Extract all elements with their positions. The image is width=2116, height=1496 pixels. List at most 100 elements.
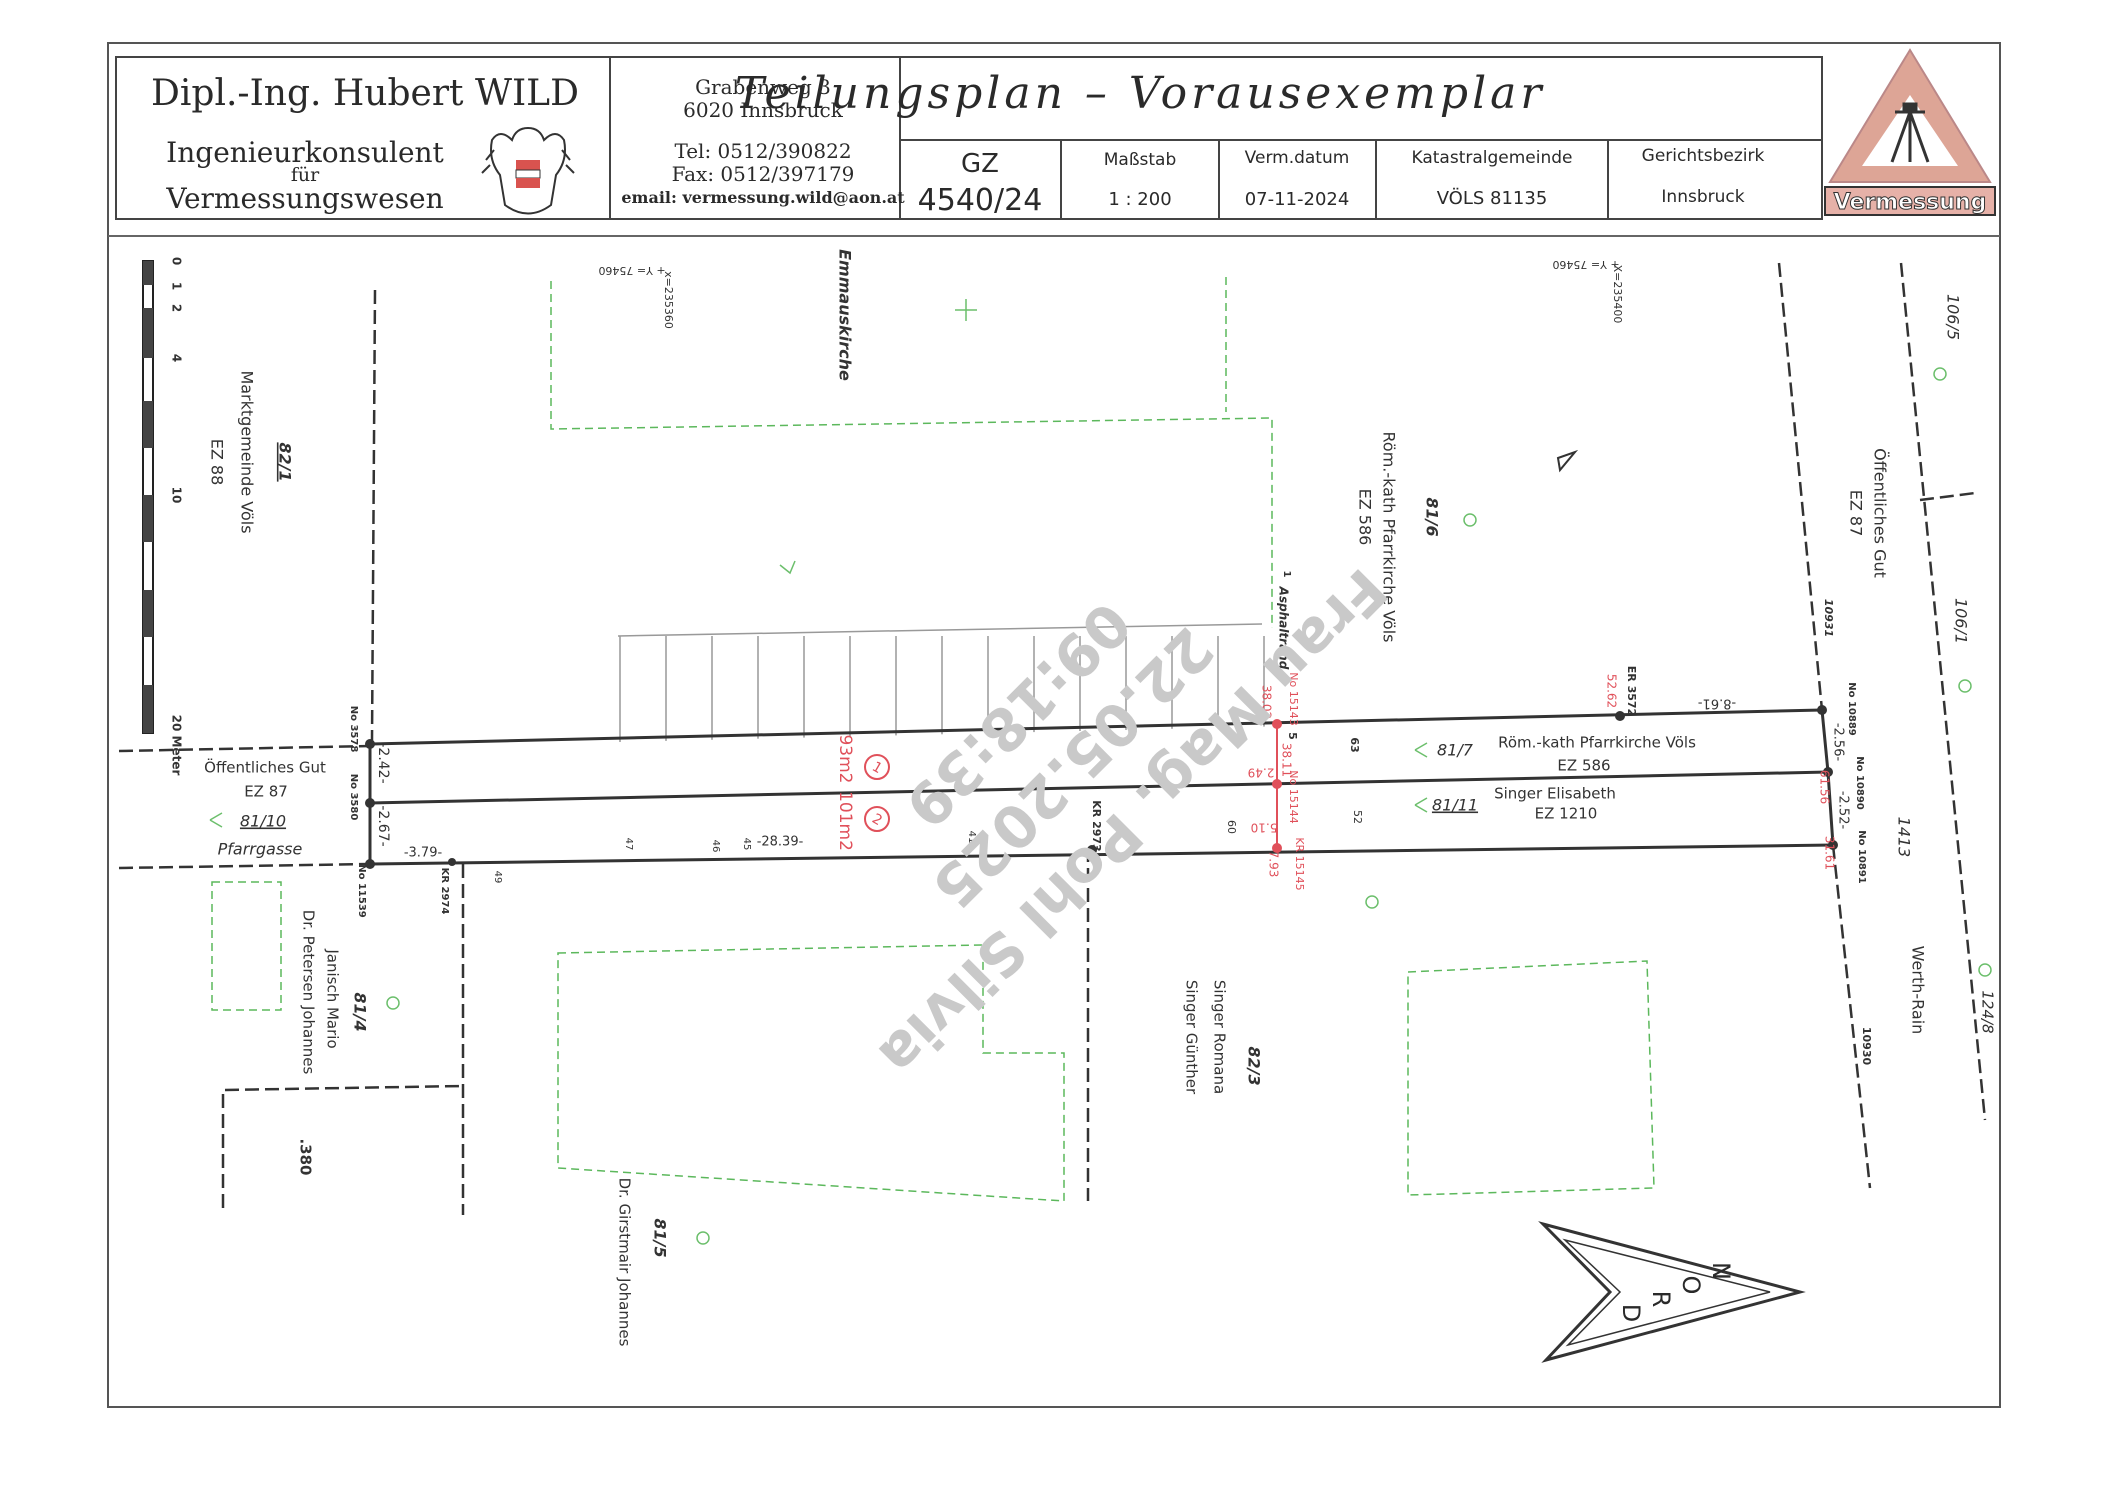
map-label: No 3578 [348, 706, 359, 753]
cadastral-community-label: Katastralgemeinde [1411, 148, 1572, 168]
map-label: 45 [741, 838, 752, 851]
map-label: 46 [710, 840, 721, 853]
map-label: No 3580 [348, 774, 359, 821]
vermessung-warning-sign-logo: Vermessung [1824, 48, 1996, 216]
logo-text: Vermessung [1834, 190, 1987, 215]
firm-name: Dipl.-Ing. Hubert WILD [151, 73, 579, 114]
map-label: 81/7 [1437, 741, 1474, 760]
north-arrow-letter: N [1707, 1262, 1735, 1280]
sheet-frame [107, 42, 2001, 1408]
map-label: -28.39- [757, 835, 804, 850]
map-label: -3.79- [404, 846, 443, 861]
red-measurement-label: 38.02 [1260, 685, 1274, 719]
scale-tick-label: 20 Meter [170, 715, 184, 776]
tripod-icon [1890, 102, 1930, 163]
map-label: .380 [297, 1138, 315, 1175]
map-label: 81/4 [351, 992, 370, 1031]
red-measurement-label: 2.49 [1248, 766, 1275, 780]
red-measurement-label: 52.62 [1605, 674, 1619, 708]
survey-date-label: Verm.datum [1245, 148, 1350, 168]
map-label: 63 [1348, 737, 1361, 752]
map-label: 49 [492, 871, 503, 884]
north-arrow-letter: R [1647, 1291, 1675, 1308]
map-label: Röm.-kath Pfarrkirche Völs [1380, 432, 1399, 643]
map-label: Röm.-kath Pfarrkirche Völs [1498, 734, 1696, 752]
red-measurement-label: KR 15145 [1293, 837, 1306, 890]
map-label: -2.52- [1836, 791, 1851, 830]
map-label: KR 2974 [439, 868, 450, 915]
building-outlines [211, 277, 1655, 1202]
map-label: Werth-Rain [1909, 946, 1928, 1035]
map-label: 60 [1225, 820, 1238, 834]
address-street: Grabenweg 3 [695, 75, 831, 99]
map-label: -2.67- [375, 805, 391, 846]
map-label: 1 [1281, 571, 1292, 578]
red-measurement-label: 2 [869, 811, 885, 829]
red-measurement-label: 101m2 [835, 791, 855, 851]
map-label: 124/8 [1979, 990, 1997, 1033]
red-measurement-label: 38.11 [1280, 743, 1294, 777]
scale-tick-label: 4 [170, 354, 184, 362]
map-label: Öffentliches Gut [204, 758, 326, 777]
parking-row-line [617, 623, 1263, 637]
red-measurement-label: 93m2 [835, 734, 855, 783]
scale-tick-label: 1 [170, 282, 184, 290]
existing-boundaries [118, 262, 1987, 1215]
map-label: No 10891 [1856, 830, 1867, 884]
survey-date-value: 07-11-2024 [1245, 189, 1350, 210]
map-label: 106/1 [1952, 598, 1971, 644]
map-label: No 10890 [1854, 756, 1865, 810]
red-measurement-label: 5.10 [1251, 821, 1278, 835]
map-label: X=235400 [1611, 265, 1624, 324]
cadastral-community-value: VÖLS 81135 [1437, 187, 1548, 209]
map-label: EZ 1210 [1535, 805, 1598, 823]
map-label: EZ 88 [208, 439, 227, 486]
map-label: 81/11 [1432, 796, 1478, 815]
new-parcel-lines [368, 708, 1835, 866]
court-district-label: Gerichtsbezirk [1642, 146, 1765, 166]
map-label: + Y= 75460 [598, 264, 665, 277]
title-block: Dipl.-Ing. Hubert WILD Ingenieurkonsulen… [115, 56, 1823, 220]
map-label: 47 [623, 838, 634, 851]
red-measurement-label: 1 [869, 759, 885, 777]
map-label: Singer Romana [1211, 980, 1229, 1094]
map-label: EZ 87 [244, 783, 288, 801]
scale-tick-label: 0 [170, 257, 184, 265]
red-measurement-label: 31.61 [1823, 836, 1837, 870]
fax: Fax: 0512/397179 [672, 162, 855, 186]
map-label: KR 2973 [1090, 800, 1103, 851]
map-label: 81/10 [240, 812, 286, 831]
red-measurement-label: No 15143 [1287, 672, 1300, 725]
map-label: Pfarrgasse [218, 840, 303, 859]
map-label: 81/6 [1423, 497, 1442, 536]
red-measurement-label: No 15144 [1287, 770, 1300, 823]
map-label: 81/5 [651, 1218, 670, 1257]
map-label: Asphaltrand [1277, 586, 1291, 670]
phone: Tel: 0512/390822 [674, 139, 851, 163]
map-label: No 10889 [1846, 682, 1857, 736]
firm-title-line2: für [291, 164, 320, 186]
map-label: 10930 [1860, 1027, 1873, 1066]
map-label: No 11539 [356, 864, 367, 918]
map-label: x=235360 [662, 271, 675, 329]
scale-label: Maßstab [1104, 150, 1177, 170]
email: email: vermessung.wild@aon.at [621, 188, 905, 207]
red-measurement-label: 7.93 [1267, 851, 1281, 878]
map-label: 10931 [1822, 599, 1835, 637]
document-title: Teilungsplan – Vorausexemplar [735, 68, 1546, 119]
red-measurement-label: 61.56 [1818, 770, 1832, 804]
gz-value: 4540/24 [918, 183, 1043, 218]
map-label: Öffentliches Gut [1871, 448, 1890, 578]
scale-tick-label: 2 [170, 304, 184, 312]
map-label: Dr. Petersen Johannes [300, 910, 318, 1075]
austrian-eagle-coat-of-arms-icon [481, 126, 575, 215]
area-number-circles [864, 754, 890, 832]
north-arrow [1538, 1221, 1806, 1363]
map-label: EZ 586 [1557, 757, 1610, 775]
scale-tick-label: 10 [170, 487, 184, 504]
map-label: -2.42- [375, 742, 391, 783]
boundary-points [365, 705, 1838, 869]
map-label: 41 [966, 831, 977, 844]
scale-bar [142, 260, 154, 734]
gz-label: GZ [961, 149, 999, 179]
